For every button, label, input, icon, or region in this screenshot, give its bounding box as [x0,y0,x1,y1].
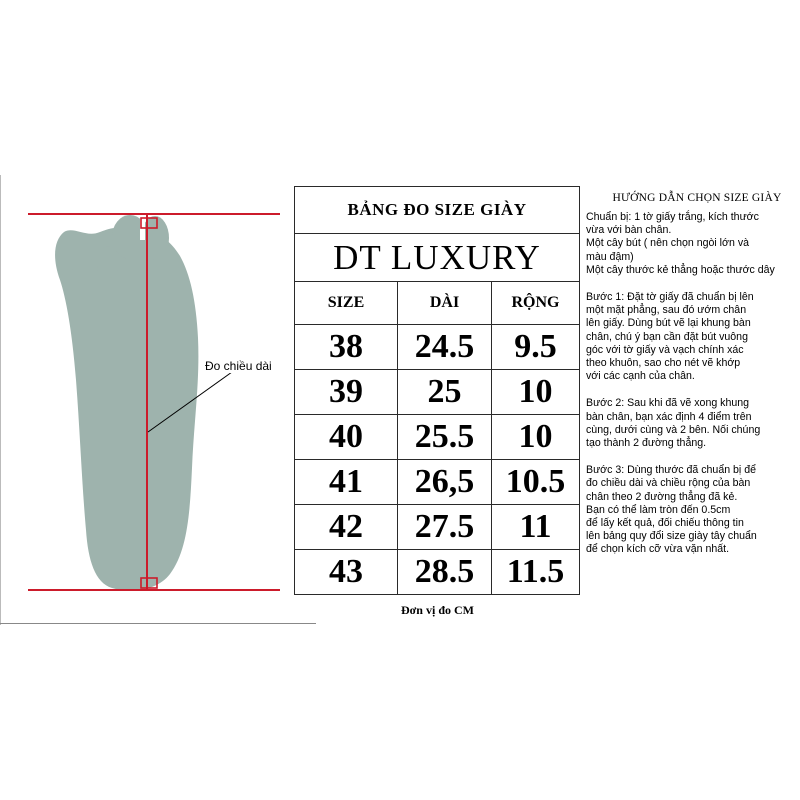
foot-sole-shape [55,227,199,591]
toe-2 [141,216,169,260]
table-brand-row: DT LUXURY [294,233,580,282]
unit-note: Đơn vị đo CM [401,603,474,617]
toe-4 [78,259,98,285]
table-title: BẢNG ĐO SIZE GIÀY [294,186,580,234]
guide-step-1: Bước 1: Đặt tờ giấy đã chuẩn bị lên một … [586,291,754,383]
size-guide: HƯỚNG DẪN CHỌN SIZE GIÀY Chuẩn bị: 1 tờ … [586,192,800,557]
guide-preparation: Chuẩn bị: 1 tờ giấy trắng, kích thước vừ… [586,211,775,276]
panel-left-border [0,175,1,625]
size-cell: 43 [294,549,398,595]
guide-step-3: Bước 3: Dùng thước đã chuẩn bị để đo chi… [586,464,757,556]
foot-diagram [28,212,280,591]
brand-name: DT LUXURY [294,233,580,282]
length-cell: 25.5 [397,414,492,460]
width-cell: 10.5 [491,459,580,505]
toe-5 [61,269,79,291]
width-cell: 9.5 [491,324,580,370]
length-measure-label: Đo chiều dài [204,359,273,373]
toe-3 [97,246,119,278]
size-cell: 41 [294,459,398,505]
width-cell: 11 [491,504,580,550]
table-row: 43 28.5 11.5 [294,549,580,595]
length-cell: 25 [397,369,492,415]
bottom-tick-box [140,577,158,589]
table-title-row: BẢNG ĐO SIZE GIÀY [294,186,580,234]
big-toe [112,215,148,259]
toe-gap-top [140,212,145,240]
table-row: 40 25.5 10 [294,414,580,460]
table-header-row: SIZE DÀI RỘNG [294,281,580,325]
size-cell: 42 [294,504,398,550]
top-tick-box [140,217,158,229]
label-leader-line [147,371,233,433]
table-row: 42 27.5 11 [294,504,580,550]
length-cell: 27.5 [397,504,492,550]
width-cell: 11.5 [491,549,580,595]
length-cell: 24.5 [397,324,492,370]
size-cell: 38 [294,324,398,370]
width-cell: 10 [491,369,580,415]
bottom-rule [0,623,316,624]
size-cell: 39 [294,369,398,415]
guide-title: HƯỚNG DẪN CHỌN SIZE GIÀY [612,192,782,204]
width-cell: 10 [491,414,580,460]
table-row: 41 26,5 10.5 [294,459,580,505]
table-row: 38 24.5 9.5 [294,324,580,370]
size-cell: 40 [294,414,398,460]
table-row: 39 25 10 [294,369,580,415]
header-length: DÀI [397,281,492,325]
length-cell: 26,5 [397,459,492,505]
guide-step-2: Bước 2: Sau khi đã vẽ xong khung bàn châ… [586,397,761,450]
size-chart-table: BẢNG ĐO SIZE GIÀY DT LUXURY SIZE DÀI RỘN… [294,186,580,595]
header-width: RỘNG [491,281,580,325]
header-size: SIZE [294,281,398,325]
foot-illustration: Đo chiều dài [0,0,320,640]
length-cell: 28.5 [397,549,492,595]
